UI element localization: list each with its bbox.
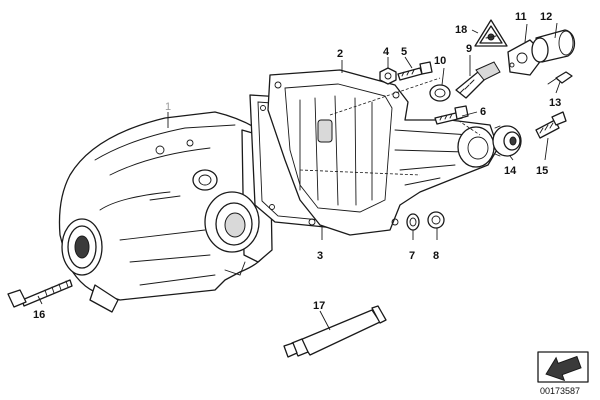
sealing-washer bbox=[406, 213, 420, 231]
callout-1: 1 bbox=[165, 101, 171, 113]
callout-15: 15 bbox=[536, 165, 548, 177]
rubber-mount bbox=[492, 125, 522, 157]
screw-plug bbox=[427, 211, 445, 229]
callout-2: 2 bbox=[337, 48, 343, 60]
protective-cap bbox=[531, 29, 576, 63]
callout-10: 10 bbox=[434, 55, 446, 67]
callout-8: 8 bbox=[433, 250, 439, 262]
stud-bolt bbox=[397, 61, 433, 81]
callout-17: 17 bbox=[313, 300, 325, 312]
callout-6: 6 bbox=[480, 106, 486, 118]
mounting-bolt bbox=[535, 111, 567, 139]
callout-9: 9 bbox=[466, 43, 472, 55]
callout-3: 3 bbox=[317, 250, 323, 262]
direction-arrow-icon bbox=[537, 351, 589, 383]
hex-nut bbox=[379, 67, 397, 85]
long-hex-bolt bbox=[7, 279, 73, 308]
callout-13: 13 bbox=[549, 97, 561, 109]
triangle-warning-icon bbox=[474, 19, 508, 47]
leader-lines bbox=[37, 22, 561, 331]
callout-5: 5 bbox=[401, 46, 407, 58]
document-number: 00173587 bbox=[540, 386, 580, 396]
callout-12: 12 bbox=[540, 11, 552, 23]
sealing-ring bbox=[429, 84, 451, 102]
callout-4: 4 bbox=[383, 46, 390, 58]
differential-rear-cover bbox=[267, 69, 499, 236]
callout-labels: 1 2 3 4 5 6 7 8 9 10 11 12 13 14 15 16 1… bbox=[33, 11, 561, 321]
callout-16: 16 bbox=[33, 309, 45, 321]
callout-14: 14 bbox=[504, 165, 517, 177]
sealant-tube bbox=[283, 305, 387, 358]
differential-housing bbox=[58, 111, 273, 313]
callout-7: 7 bbox=[409, 250, 415, 262]
hex-bolt-small bbox=[434, 105, 469, 125]
callout-18: 18 bbox=[455, 24, 467, 36]
callout-11: 11 bbox=[515, 11, 527, 23]
speed-sensor bbox=[455, 61, 501, 99]
small-screw bbox=[547, 71, 573, 85]
